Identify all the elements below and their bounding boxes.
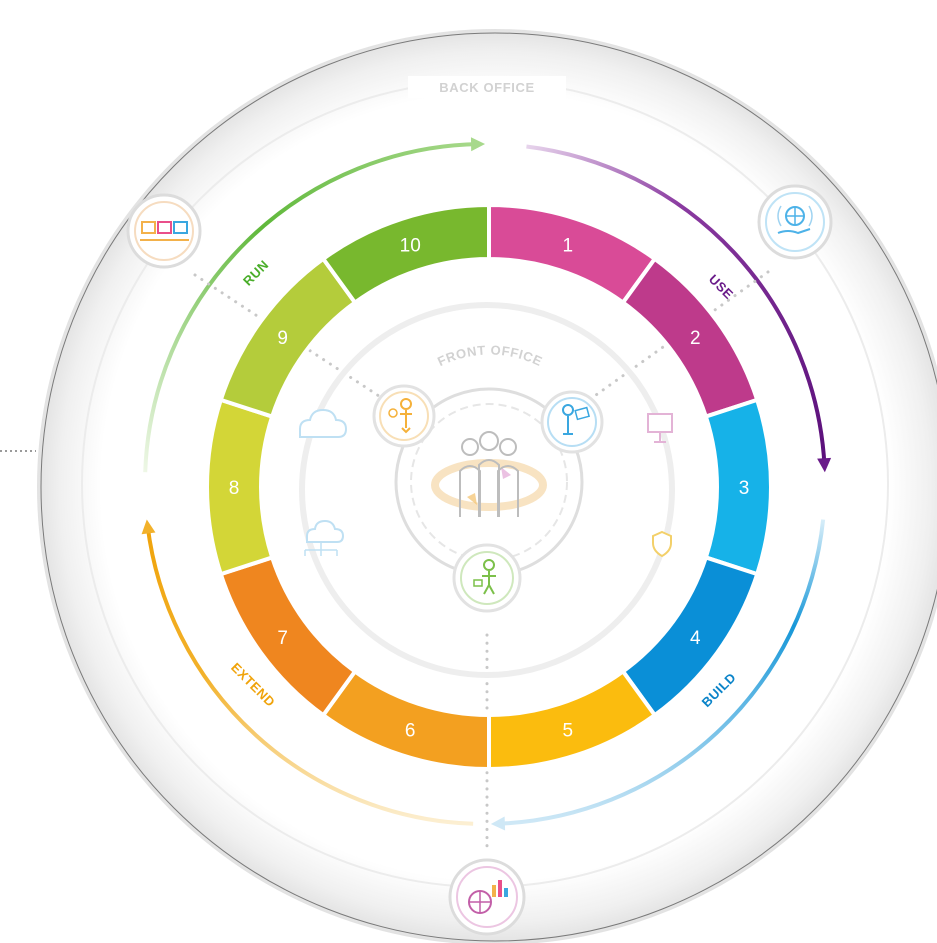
person-idea-icon (372, 384, 436, 448)
segment-label-10: 10 (400, 235, 421, 256)
segment-label-2: 2 (690, 328, 701, 349)
hand-globe-icon (757, 184, 833, 260)
analytics-globe-icon (448, 858, 526, 936)
phase-arc-build (496, 519, 826, 826)
back-office-label-bg (408, 76, 566, 98)
segment-label-6: 6 (405, 721, 416, 742)
back-office-label: BACK OFFICE (439, 80, 534, 95)
cloud-network-icon (304, 519, 345, 556)
phase-arc-use (526, 144, 827, 467)
segment-label-3: 3 (739, 478, 750, 499)
segment-label-4: 4 (690, 628, 701, 649)
segment-label-5: 5 (563, 721, 574, 742)
segment-ring: 1 2 3 4 5 6 7 8 9 10 (205, 202, 773, 772)
dashboard-screens-icon (126, 193, 202, 269)
front-office-ring (299, 302, 675, 678)
phase-arc-run-arrowhead (470, 137, 486, 152)
cloud-icon (299, 408, 348, 438)
segment-8 (205, 397, 275, 577)
phase-arc-run (143, 142, 480, 473)
phase-arcs (141, 137, 832, 831)
front-office-area: FRONT OFFICE (299, 302, 675, 678)
segment-label-1: 1 (563, 235, 574, 256)
phase-arc-extend-arrowhead (141, 519, 156, 535)
segment-label-9: 9 (277, 328, 288, 349)
outer-disc-border (40, 32, 937, 942)
phase-arc-extend (145, 525, 474, 826)
phase-arc-use-arrowhead (817, 457, 832, 473)
presentation-board-icon (647, 413, 673, 443)
segment-10 (320, 202, 491, 306)
shield-icon (652, 530, 672, 558)
phase-arc-build-arrowhead (490, 816, 506, 831)
person-walking-icon (452, 543, 522, 613)
segment-label-7: 7 (277, 628, 288, 649)
segment-label-8: 8 (229, 478, 240, 499)
team-people-icon (431, 431, 547, 517)
person-presenting-icon (540, 390, 604, 454)
